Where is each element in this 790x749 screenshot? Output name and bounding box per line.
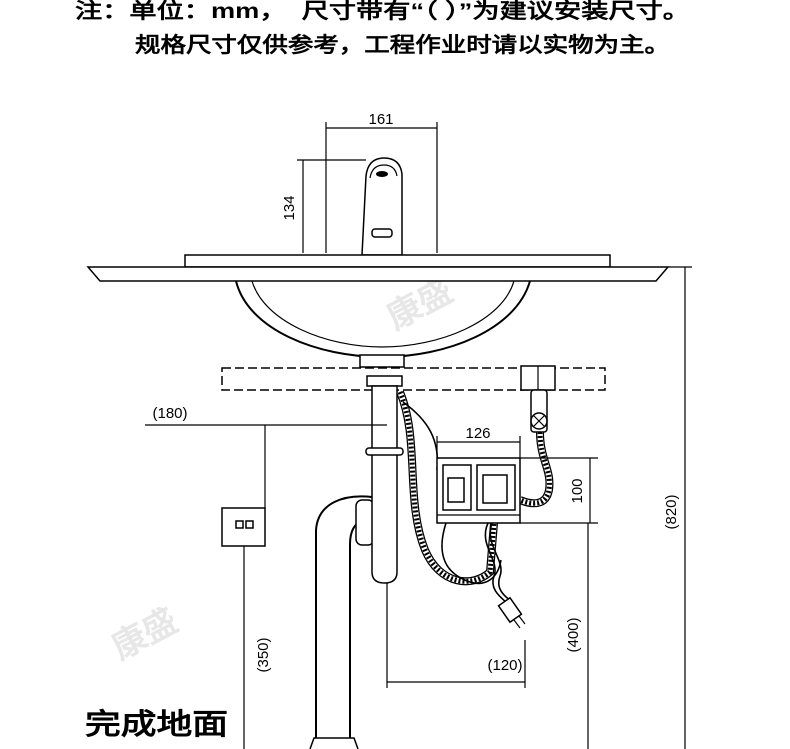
- dim-faucet-width-label: 161: [368, 111, 393, 128]
- cabinet-top-section: [221, 367, 606, 391]
- outlet-socket-right: [245, 520, 254, 529]
- plug-prong-2: [518, 615, 526, 625]
- valve-handle-cross-2: [532, 414, 546, 428]
- sensor-faucet: [361, 157, 403, 256]
- deck-plate: [184, 254, 611, 268]
- trap-elbow-inner: [349, 519, 373, 738]
- dim-outlet-height: (350): [243, 546, 272, 749]
- dim-box-offset: (120): [386, 583, 526, 688]
- dim-faucet-height-label: 134: [281, 195, 298, 220]
- dim-box-offset-label: (120): [487, 657, 522, 674]
- watermark-2: 康盛: [105, 601, 183, 667]
- faucet-highlight: [369, 164, 398, 179]
- watermark-group: 康盛 康盛: [105, 271, 458, 667]
- dim-faucet-height: 134: [281, 159, 366, 253]
- wall-outlet: [221, 507, 266, 547]
- basin-bowl-inner: [251, 280, 515, 348]
- dim-box-floor-height-label: (400): [565, 617, 582, 652]
- control-box-right-window: [482, 474, 508, 504]
- floor-flange: [309, 737, 359, 749]
- outlet-hose-braid: [397, 391, 497, 584]
- trap-elbow-outer: [315, 495, 373, 738]
- faucet-aerator: [376, 171, 388, 177]
- drain-flange: [359, 354, 405, 368]
- power-cord-line-2: [489, 522, 513, 603]
- note-line-2: 规格尺寸仅供参考，工程作业时请以实物为主。: [135, 33, 670, 57]
- dim-total-height-label: (820): [663, 494, 680, 529]
- power-cord: [484, 522, 526, 629]
- drain-assembly: [309, 375, 404, 749]
- dim-faucet-width: 161: [325, 111, 438, 253]
- inlet-hose-braid: [519, 431, 552, 506]
- basin: [86, 254, 670, 368]
- angle-valve: [520, 365, 556, 433]
- outlet-socket-left: [235, 520, 244, 529]
- drain-tailpiece: [371, 385, 398, 584]
- basin-bowl-outer: [235, 280, 531, 359]
- dim-outlet-offset-label: (180): [152, 405, 187, 422]
- power-cord-line: [484, 522, 509, 605]
- plug-prong-1: [513, 619, 521, 629]
- note-line-1: 注：单位：mm， 尺寸带有“（ ）”为建议安装尺寸。: [75, 0, 690, 23]
- power-plug: [497, 596, 523, 624]
- finished-floor-label: 完成地面: [85, 707, 228, 741]
- basin-rim: [86, 266, 670, 282]
- faucet-sensor-window: [371, 228, 393, 238]
- dim-outlet-offset: (180): [145, 405, 387, 508]
- tailpiece-nut: [366, 375, 403, 387]
- drain-clamp-ring: [365, 447, 404, 456]
- dim-outlet-height-label: (350): [255, 637, 272, 672]
- dim-box-width: 126: [436, 425, 521, 458]
- dim-box-floor-height: (400): [565, 523, 589, 749]
- dim-box-width-label: 126: [465, 425, 490, 442]
- dim-box-height: 100: [520, 457, 598, 524]
- dim-box-height-label: 100: [569, 478, 586, 503]
- dim-total-height: (820): [663, 266, 692, 749]
- control-box: [436, 457, 521, 524]
- control-box-left-window: [447, 477, 465, 503]
